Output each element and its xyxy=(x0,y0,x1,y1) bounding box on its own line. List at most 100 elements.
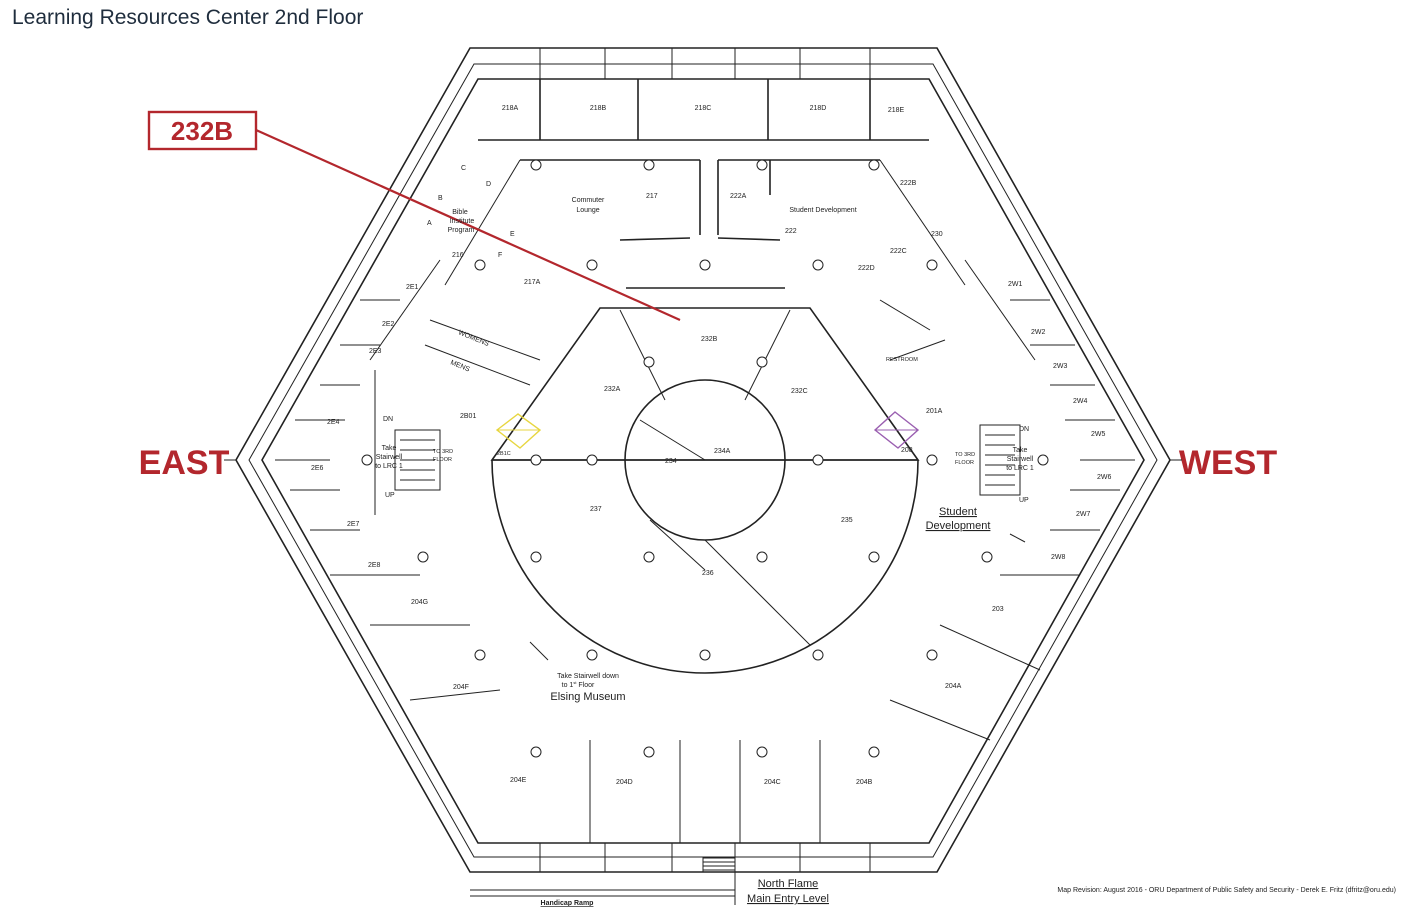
handicap-ramp-label: Handicap Ramp xyxy=(541,900,594,907)
west-3rd-floor-1: TO 3RD xyxy=(955,452,975,458)
room-232B: 232B xyxy=(701,336,718,343)
room-216: 216 xyxy=(452,252,464,259)
room-2W8: 2W8 xyxy=(1051,554,1066,561)
room-2W1: 2W1 xyxy=(1008,281,1023,288)
room-218D: 218D xyxy=(810,105,827,112)
west-dn: DN xyxy=(1019,426,1029,433)
room-204F: 204F xyxy=(453,684,469,691)
commuter-lounge-line2: Lounge xyxy=(576,207,599,214)
room-234A: 234A xyxy=(714,448,731,455)
east-stair-note-2: Stairwell xyxy=(376,454,403,461)
bible-line1: Bible xyxy=(452,209,468,216)
room-2W7: 2W7 xyxy=(1076,511,1091,518)
room-B: B xyxy=(438,195,443,202)
west-stairwell xyxy=(979,424,1021,496)
east-rooms xyxy=(275,159,681,843)
east-up: UP xyxy=(385,492,395,499)
map-revision: Map Revision: August 2016 - ORU Departme… xyxy=(1057,887,1396,894)
top-mullions xyxy=(539,48,871,872)
west-up: UP xyxy=(1019,497,1029,504)
west-3rd-floor-2: FLOOR xyxy=(955,460,974,466)
room-labels: 218A 218B 218C 218D 218E C B A D E F 216… xyxy=(311,105,1112,786)
east-stairwell xyxy=(394,429,441,491)
east-label: EAST xyxy=(139,444,230,482)
radial-walls xyxy=(619,309,918,646)
room-2E1: 2E1 xyxy=(406,284,419,291)
room-235: 235 xyxy=(841,517,853,524)
room-232A: 232A xyxy=(604,386,621,393)
window-band xyxy=(248,63,1158,858)
room-222D: 222D xyxy=(858,265,875,272)
student-dev-arrow xyxy=(1009,533,1026,543)
room-2W4: 2W4 xyxy=(1073,398,1088,405)
inner-wall xyxy=(261,78,1145,844)
west-label: WEST xyxy=(1179,444,1277,482)
triangle-room xyxy=(490,307,920,461)
room-2E8: 2E8 xyxy=(368,562,381,569)
east-3rd-floor-1: TO 3RD xyxy=(433,449,453,455)
room-217: 217 xyxy=(646,193,658,200)
museum-note-1: Take Stairwell down xyxy=(557,673,619,680)
room-204A: 204A xyxy=(945,683,962,690)
room-232C: 232C xyxy=(791,388,808,395)
north-flame-label: North Flame xyxy=(758,878,819,890)
room-2W3: 2W3 xyxy=(1053,363,1068,370)
room-E: E xyxy=(510,231,515,238)
bible-line3: Program xyxy=(448,227,475,234)
room-2W2: 2W2 xyxy=(1031,329,1046,336)
east-dn: DN xyxy=(383,416,393,423)
callout-232B: 232B xyxy=(147,110,681,322)
room-230: 230 xyxy=(931,231,943,238)
room-204D: 204D xyxy=(616,779,633,786)
museum-note-3: Elsing Museum xyxy=(550,691,625,703)
page-title: Learning Resources Center 2nd Floor xyxy=(12,6,364,29)
east-stair-note-1: Take xyxy=(382,445,397,452)
east-stair-note-3: to LRC 1 xyxy=(375,463,403,470)
room-2E4: 2E4 xyxy=(327,419,340,426)
east-3rd-floor-2: FLOOR xyxy=(433,457,452,463)
restroom-label: RESTROOM xyxy=(886,357,918,363)
room-2E6: 2E6 xyxy=(311,465,324,472)
room-218E: 218E xyxy=(888,107,905,114)
room-201A: 201A xyxy=(926,408,943,415)
room-204G: 204G xyxy=(411,599,428,606)
room-218A: 218A xyxy=(502,105,519,112)
room-2E3: 2E3 xyxy=(369,348,382,355)
room-2W5: 2W5 xyxy=(1091,431,1106,438)
east-elevator-icon xyxy=(495,413,542,449)
student-development-note-2: Development xyxy=(926,520,991,532)
room-208: 208 xyxy=(901,447,913,454)
room-234: 234 xyxy=(665,458,677,465)
room-218C: 218C xyxy=(695,105,712,112)
room-A: A xyxy=(427,220,432,227)
room-204E: 204E xyxy=(510,777,527,784)
commuter-lounge-line1: Commuter xyxy=(572,197,605,204)
room-236: 236 xyxy=(702,570,714,577)
room-222B: 222B xyxy=(900,180,917,187)
museum-arrow xyxy=(529,641,549,661)
room-C: C xyxy=(461,165,466,172)
room-2B1C: 2B1C xyxy=(497,451,511,457)
west-stair-note-2: Stairwell xyxy=(1007,456,1034,463)
west-stair-note-1: Take xyxy=(1013,447,1028,454)
notes: Take Stairwell to LRC 1 TO 3RD FLOOR Tak… xyxy=(375,445,1396,907)
room-217A: 217A xyxy=(524,279,541,286)
auditorium-arc xyxy=(491,459,919,674)
room-204B: 204B xyxy=(856,779,873,786)
room-218B: 218B xyxy=(590,105,607,112)
room-2B01: 2B01 xyxy=(460,413,476,420)
bible-line2: Institute xyxy=(450,218,475,225)
north-rooms xyxy=(478,79,929,241)
womens-restroom: WOMENS xyxy=(457,329,490,348)
student-development-room: Student Development xyxy=(789,207,856,214)
museum-note-2: to 1st Floor xyxy=(562,680,595,689)
entry-steps xyxy=(470,857,736,905)
room-2E2: 2E2 xyxy=(382,321,395,328)
main-entry-label: Main Entry Level xyxy=(747,893,829,905)
room-2W6: 2W6 xyxy=(1097,474,1112,481)
room-F: F xyxy=(498,252,502,259)
room-D: D xyxy=(486,181,491,188)
west-rooms xyxy=(739,159,1135,843)
room-203: 203 xyxy=(992,606,1004,613)
